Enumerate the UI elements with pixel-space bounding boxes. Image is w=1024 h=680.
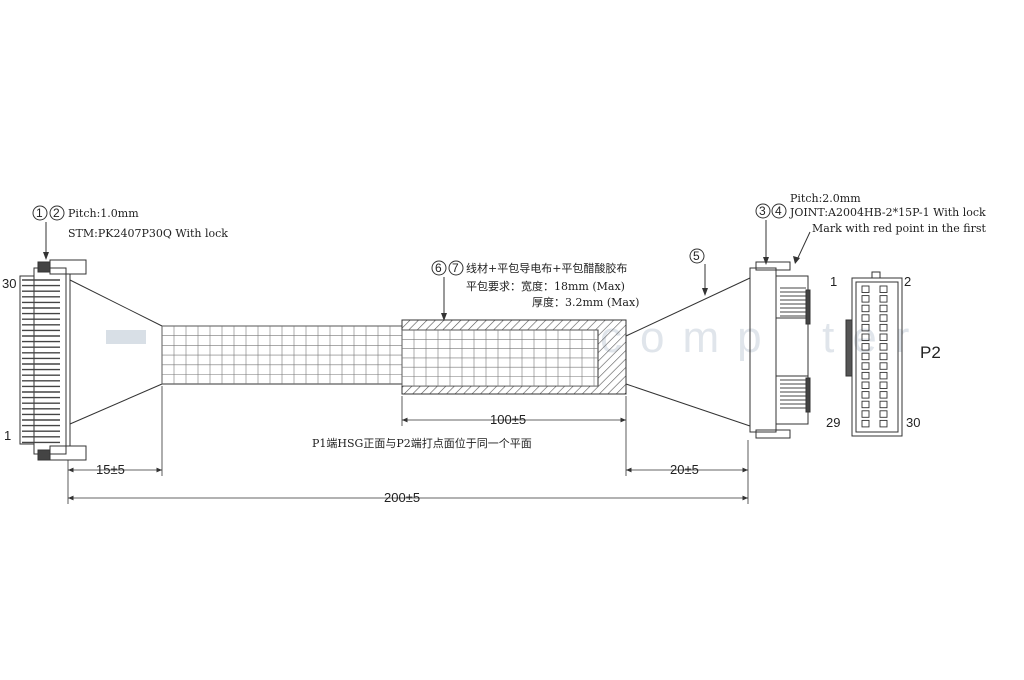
- watermark: computer: [106, 313, 927, 362]
- p2-pin: [879, 314, 888, 322]
- p2-pin: [861, 381, 870, 389]
- p2-pin: [861, 371, 870, 380]
- material-line1: 线材+平包导电布+平包醋酸胶布: [466, 261, 627, 275]
- p2-pin: [879, 419, 888, 428]
- callout-3-label: 3: [759, 204, 766, 218]
- callout-5-label: 5: [693, 249, 700, 263]
- left-pitch-text: Pitch:1.0mm: [68, 207, 139, 220]
- p2-pin-1-label: 1: [830, 274, 837, 289]
- p2-pin: [879, 323, 888, 332]
- p2-pin: [879, 285, 888, 293]
- p2-pin: [879, 352, 888, 361]
- flat-cable: [161, 325, 403, 385]
- dim-20-label: 20±5: [670, 462, 699, 477]
- callout-1-2: 1 2: [32, 205, 65, 260]
- right-fanout: [625, 277, 751, 427]
- p2-pin: [861, 419, 870, 428]
- p2-pin: [861, 362, 870, 370]
- left-connector-pins: [22, 279, 60, 444]
- p2-pin: [879, 343, 888, 351]
- left-connector: [19, 259, 87, 461]
- p2-pin: [861, 323, 870, 332]
- dimension-lines: [67, 386, 749, 504]
- p2-pin: [879, 371, 888, 380]
- p2-pin: [879, 295, 888, 303]
- p2-pin: [879, 362, 888, 370]
- shield-section: [401, 319, 627, 395]
- p2-pin: [879, 391, 888, 399]
- orientation-note: P1端HSG正面与P2端打点面位于同一个平面: [312, 436, 532, 450]
- dim-100-label: 100±5: [490, 412, 526, 427]
- left-fanout: [69, 279, 163, 425]
- callout-6-7: 6 7: [431, 260, 464, 321]
- p2-pin: [879, 410, 888, 418]
- p2-pin: [879, 304, 888, 313]
- p2-pin: [861, 304, 870, 313]
- p2-pin: [861, 410, 870, 418]
- p2-pin: [861, 285, 870, 293]
- callout-4-label: 4: [775, 204, 782, 218]
- p2-pin-29-label: 29: [826, 415, 840, 430]
- material-line2: 平包要求：宽度：18mm (Max): [466, 279, 625, 293]
- p2-pin: [879, 381, 888, 389]
- material-line3: 厚度：3.2mm (Max): [532, 295, 639, 309]
- callout-6-label: 6: [435, 261, 442, 275]
- p2-pin-2-label: 2: [904, 274, 911, 289]
- callout-1-label: 1: [36, 206, 43, 220]
- p2-pin: [861, 400, 870, 409]
- p2-label: P2: [920, 343, 941, 362]
- left-pin-top-label: 30: [2, 276, 16, 291]
- p2-pin: [879, 400, 888, 409]
- p2-pin: [861, 391, 870, 399]
- p2-front-view: [845, 271, 903, 437]
- p2-pin: [861, 333, 870, 341]
- callout-3-4: 3 4: [755, 203, 811, 265]
- p2-pin: [861, 343, 870, 351]
- p2-pin: [861, 314, 870, 322]
- watermark-text: computer: [600, 313, 927, 362]
- dim-15-label: 15±5: [96, 462, 125, 477]
- p2-pin: [861, 352, 870, 361]
- callout-2-label: 2: [53, 206, 60, 220]
- right-joint-text: JOINT:A2004HB-2*15P-1 With lock: [789, 206, 986, 219]
- p2-pin: [861, 295, 870, 303]
- p2-pin-30-label: 30: [906, 415, 920, 430]
- right-mark-text: Mark with red point in the first: [812, 222, 987, 235]
- dim-200-label: 200±5: [384, 490, 420, 505]
- left-pin-bottom-label: 1: [4, 428, 11, 443]
- callout-7-label: 7: [452, 261, 459, 275]
- right-connector: [749, 261, 811, 439]
- p2-pin: [879, 333, 888, 341]
- left-model-text: STM:PK2407P30Q With lock: [68, 227, 228, 240]
- right-pitch-text: Pitch:2.0mm: [790, 192, 861, 205]
- callout-5: 5: [689, 248, 708, 296]
